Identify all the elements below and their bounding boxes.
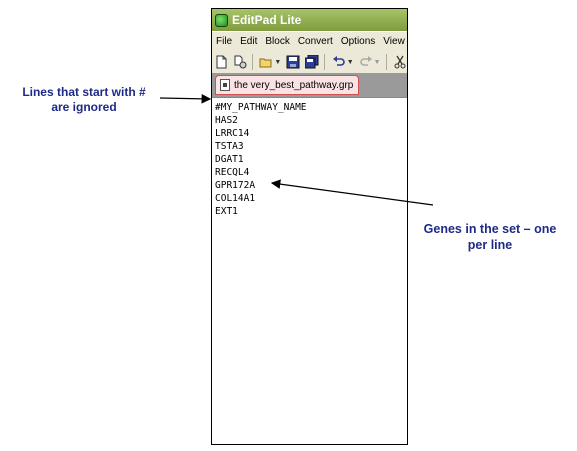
annotation-line: Lines that start with # <box>22 85 146 99</box>
open-folder-icon[interactable] <box>259 55 273 69</box>
annotation-line: are ignored <box>51 100 117 114</box>
tab-strip: the very_best_pathway.grp <box>212 73 407 97</box>
comment-lines-annotation: Lines that start with # are ignored <box>0 85 168 115</box>
title-bar[interactable]: EditPad Lite <box>212 9 407 31</box>
editor-line-gene: COL14A1 <box>215 193 256 204</box>
tab-label: the very_best_pathway.grp <box>234 79 354 91</box>
gene-list-annotation: Genes in the set – one per line <box>415 221 565 253</box>
editor-line-gene: GPR172A <box>215 180 256 191</box>
toolbar: ▼ ▼ ▼ <box>212 51 407 74</box>
chevron-down-icon[interactable]: ▼ <box>346 58 354 66</box>
save-all-icon[interactable] <box>304 54 319 69</box>
menu-block[interactable]: Block <box>265 36 290 47</box>
menu-file[interactable]: File <box>216 36 233 47</box>
save-icon[interactable] <box>286 55 300 69</box>
window-title: EditPad Lite <box>232 13 302 27</box>
editor-line-gene: RECQL4 <box>215 167 250 178</box>
undo-icon[interactable] <box>332 55 346 69</box>
redo-icon[interactable] <box>359 55 373 69</box>
tab-file[interactable]: the very_best_pathway.grp <box>215 75 360 95</box>
menu-bar: File Edit Block Convert Options View He <box>212 32 407 51</box>
text-editor[interactable]: #MY_PATHWAY_NAME HAS2 LRRC14 TSTA3 DGAT1… <box>212 97 407 444</box>
menu-convert[interactable]: Convert <box>297 36 333 47</box>
chevron-down-icon[interactable]: ▼ <box>274 58 282 66</box>
editor-line-gene: EXT1 <box>215 206 238 217</box>
menu-options[interactable]: Options <box>340 36 376 47</box>
chevron-down-icon[interactable]: ▼ <box>373 58 381 66</box>
editor-line-gene: LRRC14 <box>215 128 250 139</box>
menu-view[interactable]: View <box>383 36 405 47</box>
editor-line-gene: DGAT1 <box>215 154 244 165</box>
menu-edit[interactable]: Edit <box>240 36 258 47</box>
editpad-window: EditPad Lite File Edit Block Convert Opt… <box>211 8 408 445</box>
new-settings-icon[interactable] <box>233 55 247 69</box>
editor-line-gene: HAS2 <box>215 115 238 126</box>
annotation-line: Genes in the set – one <box>423 222 557 236</box>
editor-line-gene: TSTA3 <box>215 141 244 152</box>
editor-line-header: #MY_PATHWAY_NAME <box>215 102 307 113</box>
annotation-line: per line <box>467 238 513 252</box>
document-icon <box>220 79 230 91</box>
new-file-icon[interactable] <box>214 55 228 69</box>
editpad-app-icon[interactable] <box>215 13 228 27</box>
cut-icon[interactable] <box>393 55 407 69</box>
